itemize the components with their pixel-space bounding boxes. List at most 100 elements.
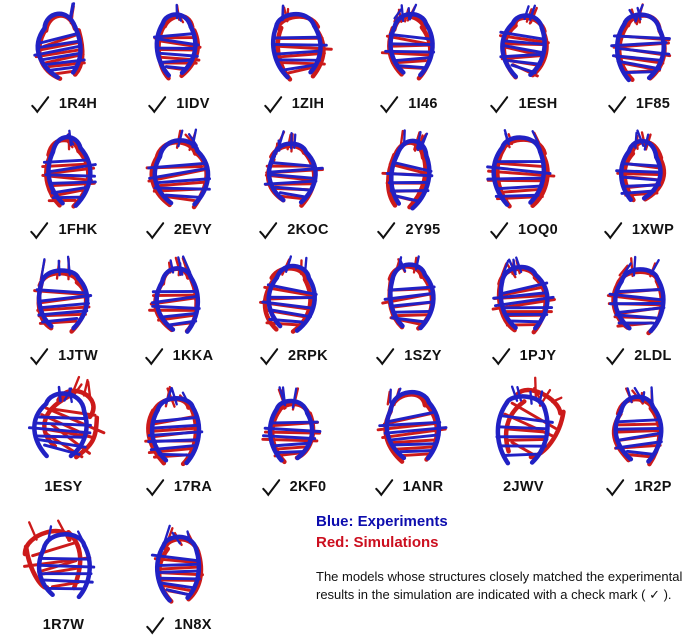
check-mark-icon bbox=[147, 95, 167, 114]
check-mark-icon bbox=[263, 95, 283, 114]
pdb-id-label: 2LDL bbox=[634, 348, 672, 364]
legend-and-caption: Blue: Experiments Red: Simulations The m… bbox=[236, 499, 696, 637]
pdb-id-label: 1ESY bbox=[44, 479, 83, 495]
structure-label-row: 1PJY bbox=[491, 344, 557, 368]
experiment-structure-blue bbox=[36, 525, 95, 600]
rna-structure-overlay bbox=[143, 385, 203, 467]
structure-label-row: 1ZIH bbox=[263, 92, 325, 116]
structure-cell: 2KOC bbox=[236, 116, 351, 242]
pdb-id-label: 2JWV bbox=[503, 479, 544, 495]
check-mark-icon bbox=[374, 478, 394, 497]
check-mark-icon bbox=[258, 221, 278, 240]
check-mark-icon bbox=[607, 95, 627, 114]
structure-cell: 1XWP bbox=[581, 116, 696, 242]
structure-cell: 1R2P bbox=[581, 368, 696, 499]
check-mark-icon bbox=[376, 221, 396, 240]
experiment-structure-blue bbox=[150, 255, 201, 334]
structure-cell: 1R4H bbox=[6, 2, 121, 116]
structure-label-row: 1I46 bbox=[379, 92, 437, 116]
structure-cell: 2JWV bbox=[466, 368, 581, 499]
pdb-id-label: 1ZIH bbox=[291, 96, 325, 112]
experiment-structure-blue bbox=[152, 3, 200, 78]
pdb-id-label: 17RA bbox=[173, 479, 213, 495]
experiment-structure-blue bbox=[35, 255, 92, 331]
rna-structure-overlay bbox=[152, 3, 202, 81]
check-mark-icon bbox=[259, 347, 279, 366]
experiment-structure-blue bbox=[146, 128, 211, 207]
structure-label-row: 1OQ0 bbox=[489, 218, 558, 242]
structure-cell: 1N8X bbox=[121, 499, 236, 637]
pdb-id-label: 1IDV bbox=[176, 96, 210, 112]
pdb-id-label: 1R2P bbox=[634, 479, 672, 495]
pdb-id-label: 1FHK bbox=[58, 222, 98, 238]
structure-cell: 1JTW bbox=[6, 242, 121, 368]
structure-label-row: 2JWV bbox=[503, 475, 544, 499]
experiment-structure-blue bbox=[498, 4, 547, 79]
check-mark-icon bbox=[30, 95, 50, 114]
experiment-structure-blue bbox=[261, 386, 321, 463]
pdb-id-label: 1JTW bbox=[58, 348, 98, 364]
check-mark-icon bbox=[603, 221, 623, 240]
pdb-id-label: 1XWP bbox=[631, 222, 675, 238]
pdb-id-label: 2KOC bbox=[287, 222, 329, 238]
structure-label-row: 1JTW bbox=[29, 344, 98, 368]
structure-cell: 1PJY bbox=[466, 242, 581, 368]
experiment-structure-blue bbox=[377, 387, 447, 461]
rna-structure-overlay bbox=[260, 386, 321, 465]
structure-cell: 1ESY bbox=[6, 368, 121, 499]
pdb-id-label: 1KKA bbox=[172, 348, 214, 364]
rna-structure-overlay bbox=[270, 4, 333, 82]
check-mark-icon bbox=[29, 347, 49, 366]
experiment-structure-blue bbox=[614, 129, 663, 203]
legend-red-label: Red: Simulations bbox=[316, 534, 439, 551]
check-mark-icon bbox=[144, 347, 164, 366]
structure-cell: 17RA bbox=[121, 368, 236, 499]
structure-label-row: 2EVY bbox=[145, 218, 212, 242]
structure-cell: 1SZY bbox=[351, 242, 466, 368]
experiment-structure-blue bbox=[491, 256, 555, 331]
structure-label-row: 1N8X bbox=[145, 613, 211, 637]
structure-label-row: 1FHK bbox=[29, 218, 97, 242]
rna-structure-overlay bbox=[494, 376, 566, 466]
structure-label-row: 17RA bbox=[145, 475, 212, 499]
experiment-structure-blue bbox=[607, 255, 666, 334]
pdb-id-label: 1ESH bbox=[518, 96, 558, 112]
rna-structure-overlay bbox=[32, 2, 86, 81]
structure-label-row: 1XWP bbox=[603, 218, 674, 242]
check-mark-icon bbox=[489, 95, 509, 114]
check-mark-icon bbox=[375, 347, 395, 366]
pdb-id-label: 1N8X bbox=[174, 617, 212, 633]
check-mark-icon bbox=[489, 221, 509, 240]
rna-structure-overlay bbox=[609, 3, 671, 83]
structure-cell: 2LDL bbox=[581, 242, 696, 368]
experiment-structure-blue bbox=[383, 3, 435, 78]
check-mark-icon bbox=[145, 221, 165, 240]
structure-cell: 1FHK bbox=[6, 116, 121, 242]
pdb-id-label: 1F85 bbox=[635, 96, 671, 112]
structure-label-row: 2Y95 bbox=[376, 218, 440, 242]
rna-structure-overlay bbox=[32, 255, 92, 334]
structure-cell: 2Y95 bbox=[351, 116, 466, 242]
check-mark-icon bbox=[145, 478, 165, 497]
rna-structure-overlay bbox=[27, 375, 105, 460]
experiment-structure-blue bbox=[494, 385, 554, 466]
experiment-structure-blue bbox=[150, 524, 201, 603]
structure-cell: 1ANR bbox=[351, 368, 466, 499]
structure-cell: 1I46 bbox=[351, 2, 466, 116]
rna-structure-overlay bbox=[614, 129, 666, 203]
rna-structure-overlay bbox=[376, 387, 447, 464]
structure-cell: 1ZIH bbox=[236, 2, 351, 116]
structure-cell: 1ESH bbox=[466, 2, 581, 116]
rna-structure-overlay bbox=[485, 129, 555, 209]
pdb-id-label: 1PJY bbox=[519, 348, 557, 364]
check-mark-icon bbox=[605, 478, 625, 497]
structure-cell: 1R7W bbox=[6, 499, 121, 637]
pdb-id-label: 1ANR bbox=[402, 479, 444, 495]
rna-structure-overlay bbox=[40, 129, 97, 209]
check-mark-icon bbox=[491, 347, 511, 366]
rna-structure-overlay bbox=[380, 3, 435, 81]
structure-cell: 1KKA bbox=[121, 242, 236, 368]
experiment-structure-blue bbox=[27, 385, 92, 459]
rna-structure-overlay bbox=[258, 255, 318, 334]
